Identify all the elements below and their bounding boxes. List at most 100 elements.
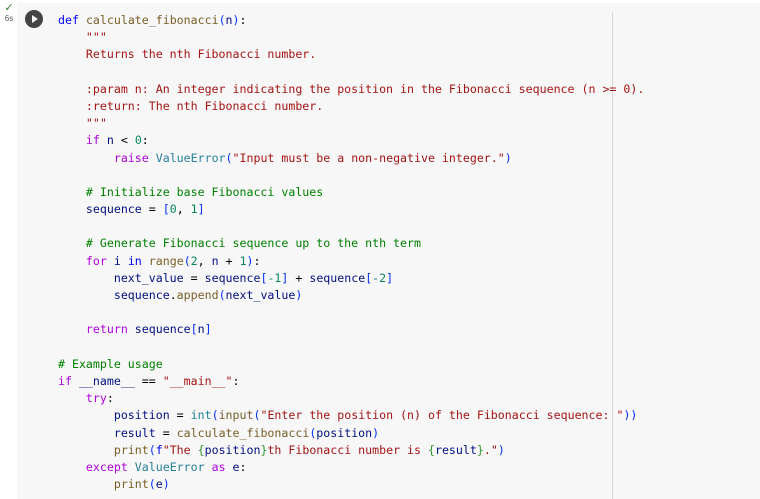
code-line: sequence.append(next_value) bbox=[58, 287, 644, 304]
code-token: : bbox=[239, 13, 247, 27]
code-token: [ bbox=[162, 202, 170, 217]
check-icon: ✓ bbox=[4, 2, 14, 14]
code-token: , bbox=[176, 202, 191, 217]
code-line bbox=[58, 218, 644, 235]
code-token: ( bbox=[211, 408, 219, 423]
code-token: : bbox=[232, 373, 240, 388]
code-line: :return: The nth Fibonacci number. bbox=[58, 98, 644, 115]
code-token: ValueError bbox=[155, 150, 226, 165]
code-token: ) bbox=[295, 288, 303, 302]
code-token: ) bbox=[630, 408, 638, 423]
code-token: ( bbox=[148, 477, 156, 492]
code-token: e bbox=[232, 459, 240, 474]
code-token bbox=[58, 254, 86, 268]
code-token bbox=[100, 133, 107, 147]
code-token: position bbox=[113, 408, 170, 423]
code-line: for i in range(2, n + 1): bbox=[58, 253, 644, 270]
code-line: result = calculate_fibonacci(position) bbox=[58, 425, 644, 442]
code-token: if bbox=[85, 133, 100, 148]
code-token bbox=[226, 460, 233, 474]
code-line: # Generate Fibonacci sequence up to the … bbox=[58, 235, 644, 252]
code-token: ) bbox=[372, 425, 380, 440]
code-token: = bbox=[169, 408, 191, 423]
code-line bbox=[58, 304, 644, 321]
code-token bbox=[128, 460, 135, 474]
code-token bbox=[142, 254, 149, 268]
code-token: as bbox=[211, 459, 226, 474]
code-token: : bbox=[106, 391, 114, 406]
code-token: # Example usage bbox=[58, 356, 163, 371]
code-token bbox=[58, 151, 114, 165]
code-token: "Enter the position (n) of the Fibonacci… bbox=[260, 408, 624, 423]
code-line bbox=[58, 167, 644, 184]
code-cell[interactable] bbox=[17, 3, 760, 499]
code-token: sequence bbox=[85, 202, 142, 217]
code-token bbox=[58, 408, 114, 422]
code-token: } bbox=[476, 442, 484, 457]
code-token: + bbox=[288, 270, 310, 285]
code-token: # Initialize base Fibonacci values bbox=[85, 184, 324, 199]
code-line: next_value = sequence[-1] + sequence[-2] bbox=[58, 270, 644, 287]
code-token: __name__ bbox=[78, 373, 135, 388]
code-line: except ValueError as e: bbox=[58, 459, 644, 476]
code-token: , bbox=[197, 253, 212, 268]
cell-execution-status: ✓ 6s bbox=[2, 2, 16, 24]
code-token: th Fibonacci number is bbox=[267, 442, 428, 457]
code-token: :return: The nth Fibonacci number. bbox=[58, 98, 324, 113]
code-token: def bbox=[58, 13, 79, 27]
code-token: . bbox=[169, 288, 177, 302]
code-token: n bbox=[197, 322, 205, 337]
code-token bbox=[58, 322, 86, 336]
code-token: ( bbox=[253, 408, 261, 423]
code-token: sequence bbox=[134, 322, 191, 337]
code-token bbox=[58, 426, 114, 440]
code-token: ) bbox=[504, 150, 512, 165]
code-token bbox=[58, 185, 86, 199]
code-token: i bbox=[113, 253, 121, 268]
code-line: """ bbox=[58, 115, 644, 132]
code-line: # Example usage bbox=[58, 356, 644, 373]
code-token: ) bbox=[497, 442, 505, 457]
code-token: : bbox=[239, 459, 247, 474]
code-editor[interactable]: def calculate_fibonacci(n): """ Returns … bbox=[58, 12, 644, 493]
code-token: < bbox=[113, 133, 135, 148]
code-line: def calculate_fibonacci(n): bbox=[58, 12, 644, 29]
code-token: + bbox=[218, 253, 240, 268]
code-line: sequence = [0, 1] bbox=[58, 201, 644, 218]
code-token: if bbox=[58, 373, 72, 388]
code-token: ) bbox=[246, 253, 254, 268]
run-cell-button[interactable] bbox=[25, 10, 43, 28]
code-token: ( bbox=[309, 425, 317, 440]
code-line: try: bbox=[58, 390, 644, 407]
code-token: # Generate Fibonacci sequence up to the … bbox=[85, 236, 421, 251]
code-token: ( bbox=[218, 13, 226, 27]
code-line bbox=[58, 64, 644, 81]
code-token: [ bbox=[260, 270, 268, 285]
code-token: } bbox=[260, 442, 268, 457]
code-token: ( bbox=[225, 150, 233, 165]
code-token: ] bbox=[204, 322, 212, 337]
code-line bbox=[58, 339, 644, 356]
code-token bbox=[58, 202, 86, 216]
code-token bbox=[205, 460, 212, 474]
code-token: :param n: An integer indicating the posi… bbox=[58, 81, 645, 96]
code-token: ( bbox=[183, 253, 191, 268]
code-token: n bbox=[211, 253, 219, 268]
code-token: "Input must be a non-negative integer." bbox=[232, 150, 505, 165]
code-token: -2 bbox=[372, 270, 387, 285]
code-token bbox=[107, 254, 114, 268]
code-line: """ bbox=[58, 29, 644, 46]
code-token: -1 bbox=[267, 270, 282, 285]
code-token: == bbox=[134, 373, 163, 388]
code-token bbox=[58, 443, 114, 457]
code-token: next_value bbox=[225, 288, 296, 302]
code-token: "The bbox=[162, 442, 198, 457]
code-token: position bbox=[204, 442, 261, 457]
code-token: raise bbox=[113, 150, 149, 165]
code-token: Returns the nth Fibonacci number. bbox=[58, 47, 317, 62]
code-token: 1 bbox=[239, 253, 247, 268]
code-token: 0 bbox=[169, 202, 177, 217]
code-token: print bbox=[113, 442, 149, 457]
code-token: { bbox=[197, 442, 205, 457]
code-token: n bbox=[106, 133, 114, 148]
